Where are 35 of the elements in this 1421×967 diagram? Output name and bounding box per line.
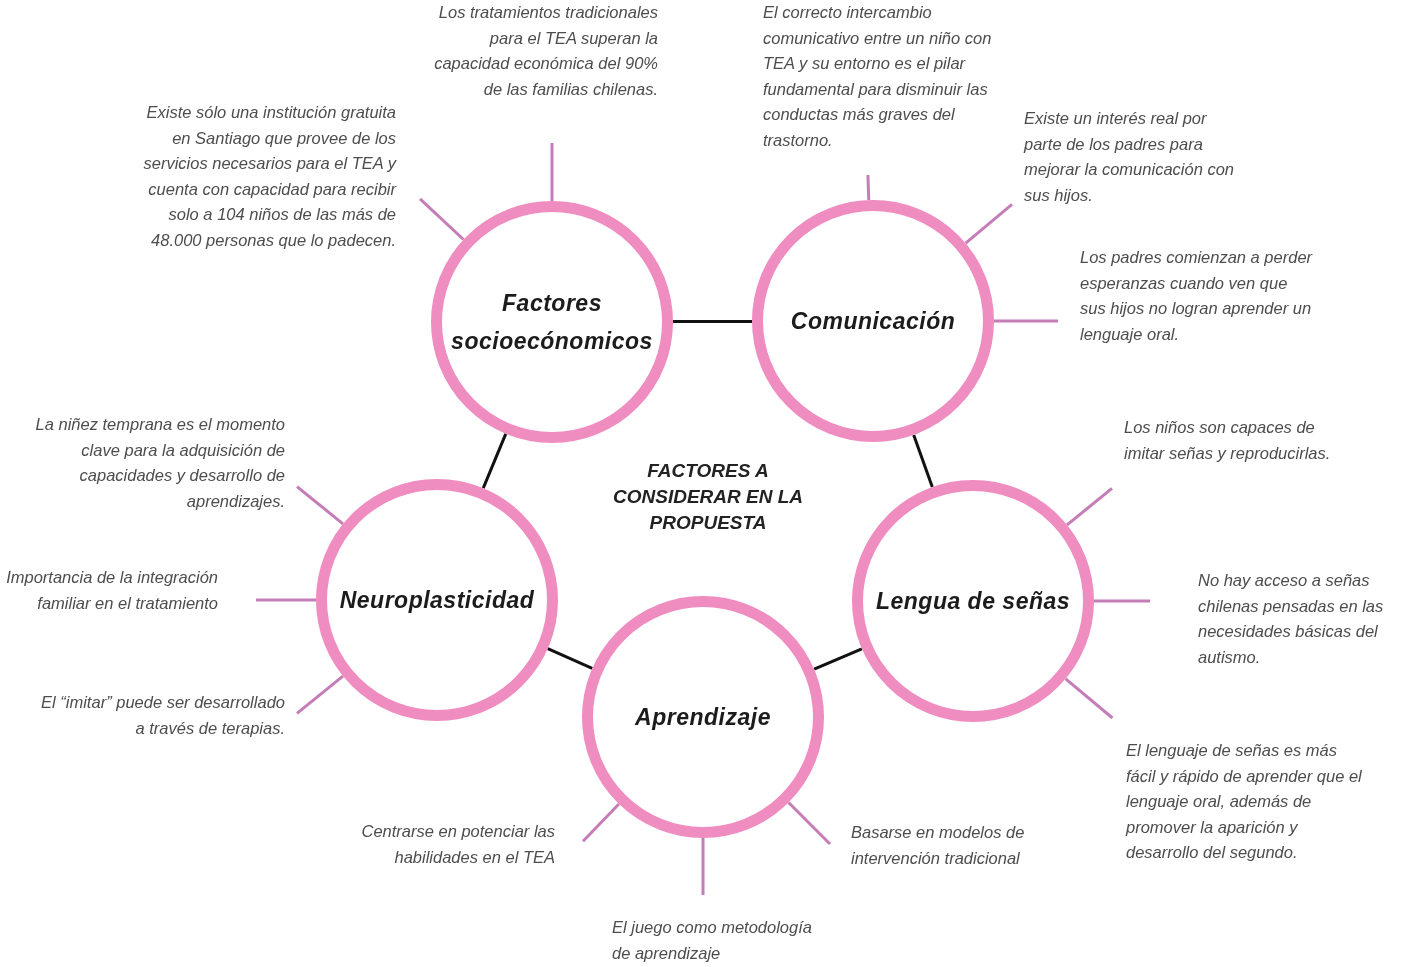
topic-title: Lengua de señas [875, 587, 1071, 616]
leader-line [550, 143, 554, 201]
leader-line [1064, 677, 1114, 720]
note-text: Basarse en modelos de intervención tradicional [851, 822, 1026, 869]
leader-line [866, 174, 871, 201]
leader-line [1094, 599, 1150, 603]
note-text: No hay acceso a señas chilenas pensadas en las necesidades básicas del autismo. [1198, 570, 1385, 668]
leader-line [1066, 487, 1113, 526]
note-text: La niñez temprana es el momento clave para la adquisición de capacidades y desarrollo de aprendizajes. [34, 414, 285, 512]
leader-line [418, 197, 465, 241]
leader-line [994, 319, 1058, 323]
note-text: Importancia de la integración familiar en el tratamiento [5, 567, 218, 614]
note-text: Existe sólo una institución gratuita en Santiago que provee de los servicios necesarios para el TEA y cuenta con capacidad para recibir solo a 104 niños de las más de 48.000 personas que lo padecen. [142, 102, 396, 251]
note-text: Los niños son capaces de imitar señas y reproducirlas. [1124, 417, 1332, 464]
center-title: FACTORES A CONSIDERAR EN LA PROPUESTA [612, 459, 804, 535]
topic-title: Neuroplasticidad [339, 586, 535, 615]
leader-line [296, 675, 344, 715]
note-text: Existe un interés real por parte de los padres para mejorar la comunicación con sus hijos. [1024, 108, 1235, 206]
note-text: El “imitar” puede ser desarrollado a través de terapias. [40, 692, 285, 739]
note-text: El juego como metodología de aprendizaje [612, 917, 813, 964]
note-text: Centrarse en potenciar las habilidades en el TEA [360, 821, 555, 868]
leader-line [701, 838, 705, 895]
topic-title: Comunicación [790, 307, 956, 336]
note-text: El lenguaje de señas es más fácil y rápido de aprender que el lenguaje oral, además de promover la aparición y desarrollo del segundo. [1126, 740, 1363, 863]
leader-line [581, 803, 621, 843]
topic-title: Factores socioecónomicos [450, 289, 654, 356]
leader-line [787, 801, 832, 846]
leader-line [256, 598, 316, 602]
note-text: Los tratamientos tradicionales para el TEA superan la capacidad económica del 90% de las familias chilenas. [433, 2, 658, 100]
note-text: El correcto intercambio comunicativo entre un niño con TEA y su entorno es el pilar fundamental para disminuir las conductas más graves del trastorno. [763, 2, 993, 151]
connector-line [673, 319, 752, 324]
topic-title: Aprendizaje [635, 703, 771, 732]
leader-line [296, 485, 344, 525]
leader-line [964, 203, 1013, 245]
note-text: Los padres comienzan a perder esperanzas cuando ven que sus hijos no logran aprender un lenguaje oral. [1080, 247, 1313, 345]
